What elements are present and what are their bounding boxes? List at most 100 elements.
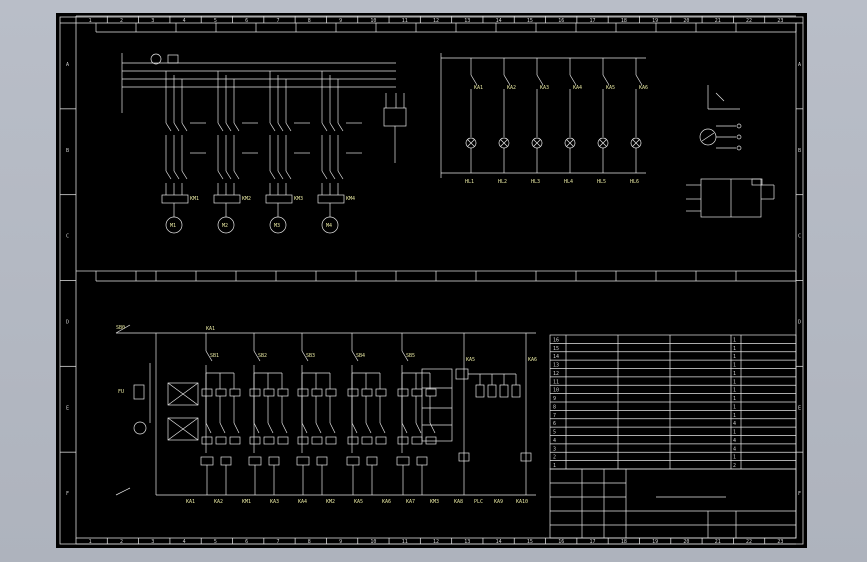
terminal-label: KA6 bbox=[382, 499, 391, 505]
row-letter: E bbox=[798, 405, 801, 411]
column-number: 10 bbox=[370, 18, 376, 24]
terminal-label: KA3 bbox=[270, 499, 279, 505]
column-number: 15 bbox=[527, 18, 533, 24]
terminal-label: KM2 bbox=[326, 499, 335, 505]
svg-text:8: 8 bbox=[553, 404, 556, 410]
column-number: 19 bbox=[652, 539, 658, 545]
row-letter: F bbox=[798, 491, 801, 497]
column-number: 14 bbox=[496, 18, 502, 24]
terminal-label: KA1 bbox=[186, 499, 195, 505]
stage-label: SB5 bbox=[406, 353, 415, 359]
column-number: 13 bbox=[464, 18, 470, 24]
svg-text:1: 1 bbox=[733, 455, 736, 461]
column-number: 11 bbox=[402, 18, 408, 24]
pilot-contact-label: KA2 bbox=[507, 85, 516, 91]
terminal-label: KA7 bbox=[406, 499, 415, 505]
svg-text:2: 2 bbox=[553, 455, 556, 461]
lamp-label: HL4 bbox=[564, 179, 573, 185]
svg-text:1: 1 bbox=[733, 346, 736, 352]
column-number: 6 bbox=[245, 539, 248, 545]
svg-text:3: 3 bbox=[553, 446, 556, 452]
svg-text:1: 1 bbox=[733, 404, 736, 410]
svg-text:KA5: KA5 bbox=[466, 357, 475, 363]
parts-row: 15 1 bbox=[553, 346, 736, 352]
lamp-label: HL1 bbox=[465, 179, 474, 185]
svg-text:1: 1 bbox=[733, 371, 736, 377]
column-number: 12 bbox=[433, 18, 439, 24]
terminal-label: KA4 bbox=[298, 499, 307, 505]
contactor-label: KM4 bbox=[346, 196, 355, 202]
svg-text:14: 14 bbox=[553, 354, 559, 360]
svg-text:4: 4 bbox=[733, 438, 736, 444]
svg-text:6: 6 bbox=[553, 421, 556, 427]
terminal-label: KM3 bbox=[430, 499, 439, 505]
column-number: 5 bbox=[214, 539, 217, 545]
svg-text:9: 9 bbox=[553, 396, 556, 402]
row-letter: C bbox=[798, 234, 801, 240]
column-number: 18 bbox=[621, 539, 627, 545]
column-number: 22 bbox=[746, 539, 752, 545]
row-letter: E bbox=[66, 405, 69, 411]
column-number: 23 bbox=[777, 18, 783, 24]
column-number: 17 bbox=[590, 539, 596, 545]
column-number: 23 bbox=[777, 539, 783, 545]
column-number: 18 bbox=[621, 18, 627, 24]
svg-text:1: 1 bbox=[733, 396, 736, 402]
column-number: 14 bbox=[496, 539, 502, 545]
svg-text:1: 1 bbox=[733, 354, 736, 360]
motor-symbol bbox=[165, 216, 183, 234]
svg-text:10: 10 bbox=[553, 388, 559, 394]
column-number: 11 bbox=[402, 539, 408, 545]
stage-label: SB1 bbox=[210, 353, 219, 359]
svg-text:7: 7 bbox=[553, 413, 556, 419]
column-number: 15 bbox=[527, 539, 533, 545]
svg-text:1: 1 bbox=[733, 388, 736, 394]
row-letter: F bbox=[66, 491, 69, 497]
pilot-contact-label: KA5 bbox=[606, 85, 615, 91]
title-block bbox=[549, 468, 797, 539]
column-number: 19 bbox=[652, 18, 658, 24]
terminal-label: KA10 bbox=[516, 499, 528, 505]
motor-symbol bbox=[217, 216, 235, 234]
column-number: 4 bbox=[183, 539, 186, 545]
svg-text:1: 1 bbox=[733, 363, 736, 369]
svg-text:15: 15 bbox=[553, 346, 559, 352]
column-number: 21 bbox=[715, 539, 721, 545]
motor-label: M2 bbox=[222, 223, 228, 229]
plc-block bbox=[421, 368, 453, 442]
motor-label: M1 bbox=[170, 223, 176, 229]
parts-row: 10 1 bbox=[553, 388, 736, 394]
svg-text:1: 1 bbox=[553, 463, 556, 469]
terminal-label: KM1 bbox=[242, 499, 251, 505]
column-number: 7 bbox=[276, 539, 279, 545]
column-number: 6 bbox=[245, 18, 248, 24]
pilot-contact-label: KA1 bbox=[474, 85, 483, 91]
column-number: 8 bbox=[308, 18, 311, 24]
control-stage: SB1 bbox=[200, 333, 241, 495]
terminal-label: KA5 bbox=[354, 499, 363, 505]
pilot-contact-label: KA6 bbox=[639, 85, 648, 91]
column-number: 17 bbox=[590, 18, 596, 24]
column-number: 1 bbox=[89, 539, 92, 545]
row-letter: A bbox=[798, 62, 801, 68]
svg-text:FU: FU bbox=[118, 389, 124, 395]
lamp-symbol bbox=[133, 421, 147, 435]
column-number: 12 bbox=[433, 539, 439, 545]
